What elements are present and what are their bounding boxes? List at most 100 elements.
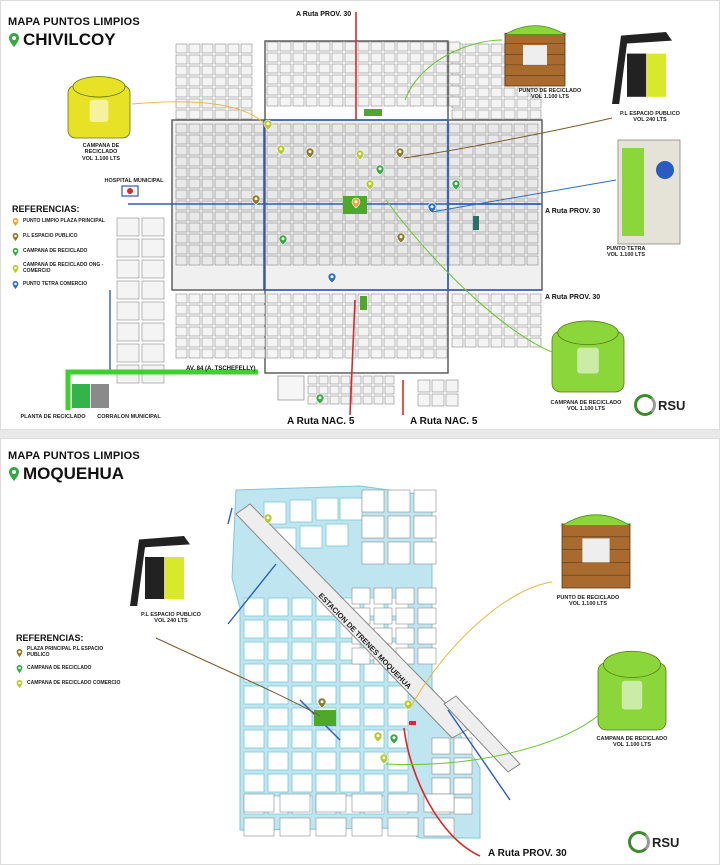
- city-block: [227, 189, 240, 200]
- callout-line: [385, 713, 601, 765]
- city-block: [383, 337, 396, 348]
- city-block: [175, 65, 188, 76]
- city-block: [214, 43, 227, 54]
- city-block: [266, 293, 279, 304]
- city-block: [500, 189, 513, 200]
- city-block: [396, 134, 409, 145]
- city-block: [383, 74, 396, 85]
- city-block: [351, 793, 383, 813]
- city-block: [344, 255, 357, 266]
- callout-line: [155, 637, 321, 717]
- city-block: [435, 315, 448, 326]
- city-block: [253, 304, 266, 315]
- location-pin-icon: [9, 467, 19, 481]
- label-campana-2: CAMPANA DE RECICLADO VOL 1.100 LTS: [596, 736, 668, 749]
- city-block: [214, 87, 227, 98]
- city-block: [422, 167, 435, 178]
- city-block: [305, 41, 318, 52]
- city-block: [431, 379, 445, 393]
- city-block: [227, 293, 240, 304]
- city-block: [370, 255, 383, 266]
- city-block: [461, 189, 474, 200]
- city-block: [201, 326, 214, 337]
- city-block: [227, 233, 240, 244]
- reference-pin-icon: [12, 233, 19, 241]
- city-block: [516, 326, 529, 337]
- city-block: [175, 222, 188, 233]
- city-block: [422, 63, 435, 74]
- city-block: [253, 315, 266, 326]
- city-block: [240, 189, 253, 200]
- city-block: [331, 293, 344, 304]
- city-block: [351, 647, 371, 665]
- city-block: [227, 109, 240, 120]
- city-block: [227, 348, 240, 359]
- reference-pin-icon: [16, 648, 23, 657]
- road-label-nac5-right: A Ruta NAC. 5: [410, 416, 478, 427]
- city-block: [500, 200, 513, 211]
- city-block: [477, 65, 490, 76]
- city-block: [477, 87, 490, 98]
- city-block: [396, 96, 409, 107]
- city-block: [409, 233, 422, 244]
- green-area: [473, 216, 479, 230]
- city-block: [292, 244, 305, 255]
- marker-red: [409, 721, 416, 725]
- city-block: [266, 326, 279, 337]
- city-block: [490, 87, 503, 98]
- city-block: [422, 293, 435, 304]
- city-block: [487, 255, 500, 266]
- city-block: [396, 189, 409, 200]
- city-block: [315, 793, 347, 813]
- city-block: [266, 348, 279, 359]
- city-block: [214, 167, 227, 178]
- city-block: [383, 85, 396, 96]
- city-block: [453, 797, 473, 815]
- city-block: [362, 385, 373, 395]
- city-block: [227, 337, 240, 348]
- city-block: [339, 729, 361, 749]
- campana-illustration: [597, 650, 667, 731]
- city-block: [344, 222, 357, 233]
- city-block: [344, 96, 357, 107]
- city-block: [383, 63, 396, 74]
- reference-pin-icon: [12, 264, 19, 273]
- city-block: [387, 793, 419, 813]
- city-block: [409, 134, 422, 145]
- city-block: [188, 255, 201, 266]
- city-block: [305, 134, 318, 145]
- corralon-block: [91, 384, 109, 408]
- punto-reciclado-illustration: [503, 25, 567, 87]
- city-block: [344, 244, 357, 255]
- city-block: [500, 255, 513, 266]
- city-block: [396, 304, 409, 315]
- city-block: [464, 43, 477, 54]
- reference-label: CAMPANA DE RECICLADO: [27, 665, 92, 672]
- city-block: [474, 167, 487, 178]
- city-block: [500, 156, 513, 167]
- map-marker-icon: [396, 232, 406, 244]
- city-block: [315, 729, 337, 749]
- city-block: [292, 178, 305, 189]
- city-block: [409, 167, 422, 178]
- city-block: [279, 200, 292, 211]
- city-block: [240, 167, 253, 178]
- city-block: [331, 222, 344, 233]
- city-block: [357, 337, 370, 348]
- city-block: [331, 156, 344, 167]
- city-block: [513, 156, 526, 167]
- city-block: [383, 348, 396, 359]
- city-block: [516, 109, 529, 120]
- city-block: [383, 134, 396, 145]
- city-block: [214, 109, 227, 120]
- city-block: [435, 337, 448, 348]
- city-block: [351, 587, 371, 605]
- city-block: [357, 244, 370, 255]
- city-block: [357, 255, 370, 266]
- city-block: [188, 178, 201, 189]
- city-block: [474, 244, 487, 255]
- reference-pin-icon: [12, 248, 19, 256]
- city-block: [227, 304, 240, 315]
- city-block: [387, 489, 411, 513]
- city-block: [318, 63, 331, 74]
